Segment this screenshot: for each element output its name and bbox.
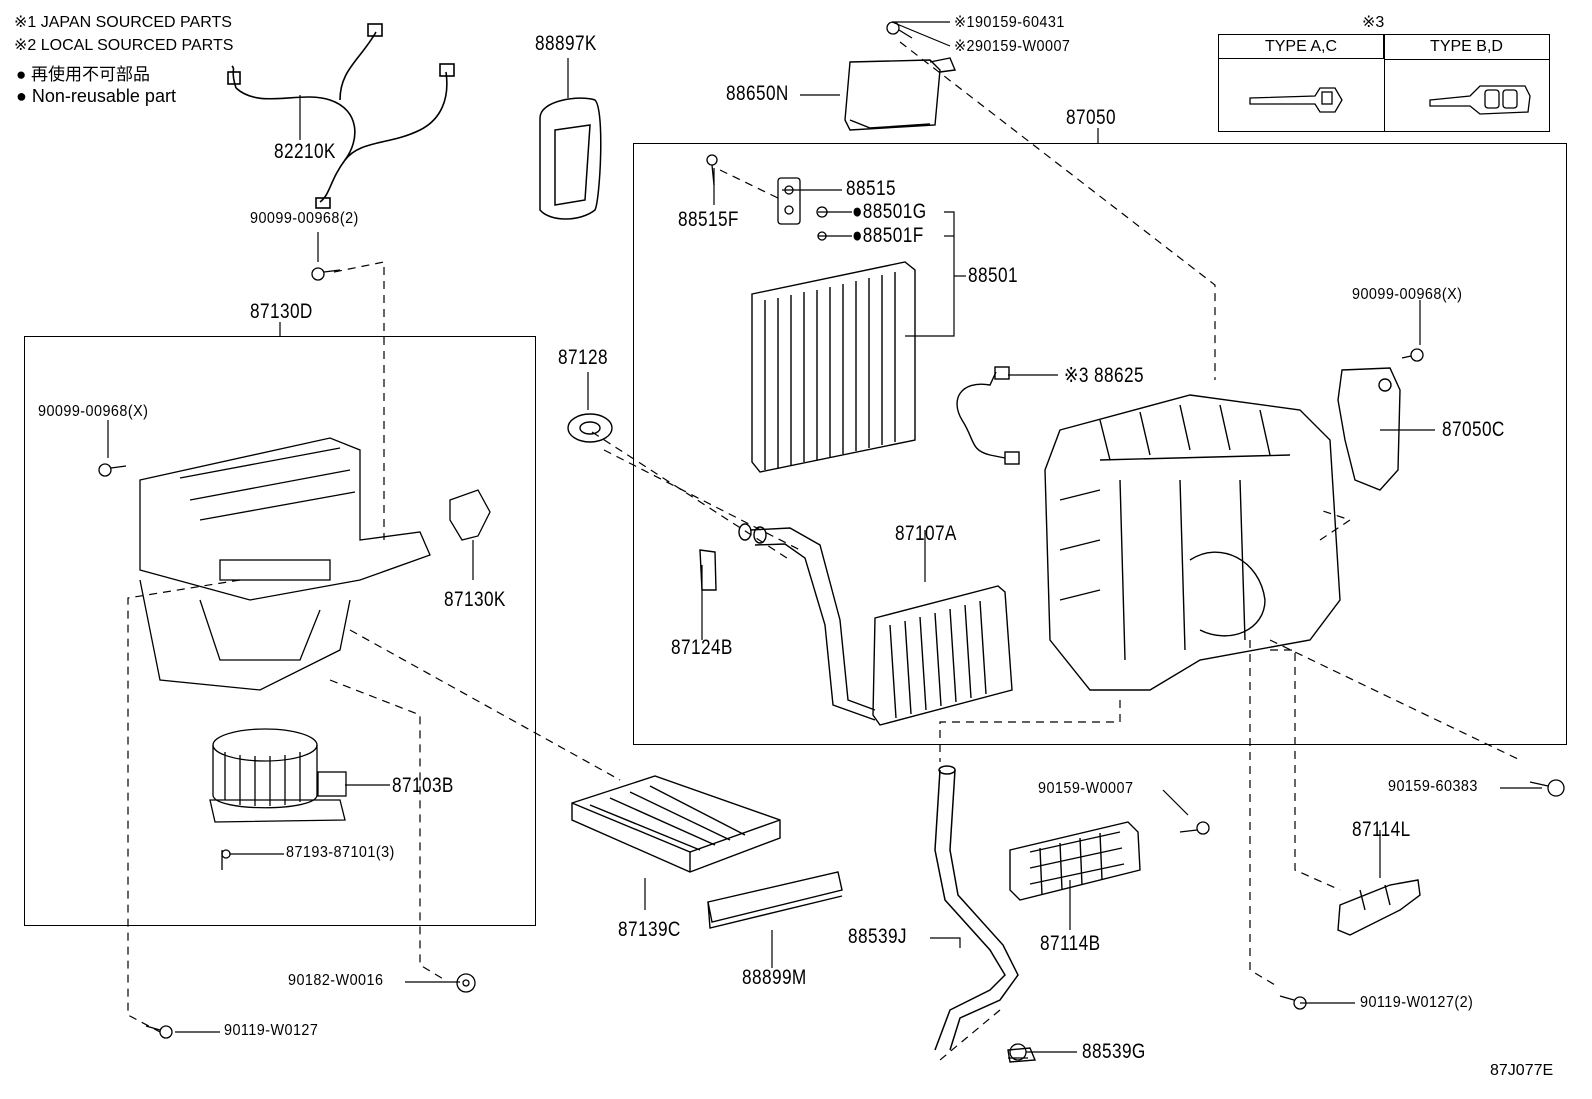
label-87050: 87050 (1066, 106, 1116, 129)
label-87193-87101-3: 87193-87101(3) (286, 844, 395, 861)
label-87103B: 87103B (392, 774, 454, 797)
label-88899M: 88899M (742, 966, 807, 989)
label-88650N: 88650N (726, 82, 789, 105)
connector-type-table: TYPE A,C TYPE B,D (1218, 34, 1550, 132)
wire-harness-82210K (227, 23, 455, 209)
label-88897K: 88897K (535, 32, 597, 55)
label-90119-W0127: 90119-W0127 (224, 1022, 319, 1039)
label-88515F: 88515F (678, 208, 739, 231)
label-90119-W0127-2: 90119-W0127(2) (1360, 994, 1474, 1011)
clip-88539G (1007, 1047, 1037, 1063)
label-87114L: 87114L (1352, 818, 1411, 841)
label-87107A: 87107A (895, 522, 957, 545)
note-non-reusable-jp: ● 再使用不可部品 (16, 65, 150, 84)
blower-assembly-frame (24, 336, 536, 926)
label-87050C: 87050C (1442, 418, 1505, 441)
label-87124B: 87124B (671, 636, 733, 659)
label-88625: ※3 88625 (1064, 364, 1144, 387)
label-90159-W0007-top: ※290159-W0007 (954, 38, 1071, 55)
air-filter-87139C (571, 775, 781, 873)
label-87130D: 87130D (250, 300, 313, 323)
leader-lines (107, 21, 1542, 1053)
filter-cover-88899M (707, 871, 843, 929)
label-90099-00968-X-left: 90099-00968(X) (38, 403, 149, 420)
label-88539J: 88539J (848, 925, 907, 948)
label-90099-00968-2: 90099-00968(2) (250, 210, 359, 227)
expansion-valve-88515 (777, 177, 828, 241)
label-88501G: ●88501G (852, 200, 927, 223)
ptc-heater-87114B (1009, 821, 1141, 901)
label-87130K: 87130K (444, 588, 506, 611)
packing-87128 (567, 413, 613, 443)
blower-motor-87103B (209, 728, 347, 823)
clamp-87124B (699, 549, 717, 591)
table-mark: ※3 (1362, 14, 1385, 31)
label-90159-60383: 90159-60383 (1388, 778, 1478, 795)
amplifier-88650N (844, 57, 956, 131)
connector-type-icons (1249, 85, 1531, 115)
servo-motor-87050C (1337, 367, 1401, 491)
resistor-87130K (449, 489, 491, 541)
label-88515: 88515 (846, 177, 896, 200)
table-header-type-bd: TYPE B,D (1384, 35, 1549, 60)
evaporator-88501 (751, 261, 916, 473)
label-90099-00968-X-right: 90099-00968(X) (1352, 286, 1463, 303)
dashed-lines (127, 41, 1521, 1061)
label-82210K: 82210K (274, 140, 336, 163)
vent-duct-88897K (539, 97, 602, 220)
note-japan-sourced: ※1 JAPAN SOURCED PARTS (14, 14, 232, 31)
label-88501: 88501 (968, 264, 1018, 287)
heater-case-87050 (1044, 394, 1341, 691)
blower-case-87130D (139, 437, 431, 691)
cover-87114L (1337, 879, 1421, 936)
label-90159-W0007: 90159-W0007 (1038, 780, 1134, 797)
label-87139C: 87139C (618, 918, 681, 941)
label-87128: 87128 (558, 346, 608, 369)
label-87114B: 87114B (1040, 932, 1101, 955)
bolt-icons (98, 21, 1565, 1061)
table-header-type-ac: TYPE A,C (1219, 35, 1384, 59)
drain-hose-88539J (934, 765, 1019, 1051)
heater-core-87107A (738, 523, 1013, 726)
label-90159-60431: ※190159-60431 (954, 14, 1065, 31)
thermistor-88625 (956, 366, 1020, 465)
label-88501F: ●88501F (852, 224, 924, 247)
label-90182-W0016: 90182-W0016 (288, 972, 384, 989)
figure-code: 87J077E (1490, 1062, 1554, 1079)
label-88539G: 88539G (1082, 1040, 1146, 1063)
heater-unit-frame (633, 143, 1567, 745)
note-non-reusable-en: ● Non-reusable part (16, 86, 176, 106)
note-local-sourced: ※2 LOCAL SOURCED PARTS (14, 37, 234, 54)
